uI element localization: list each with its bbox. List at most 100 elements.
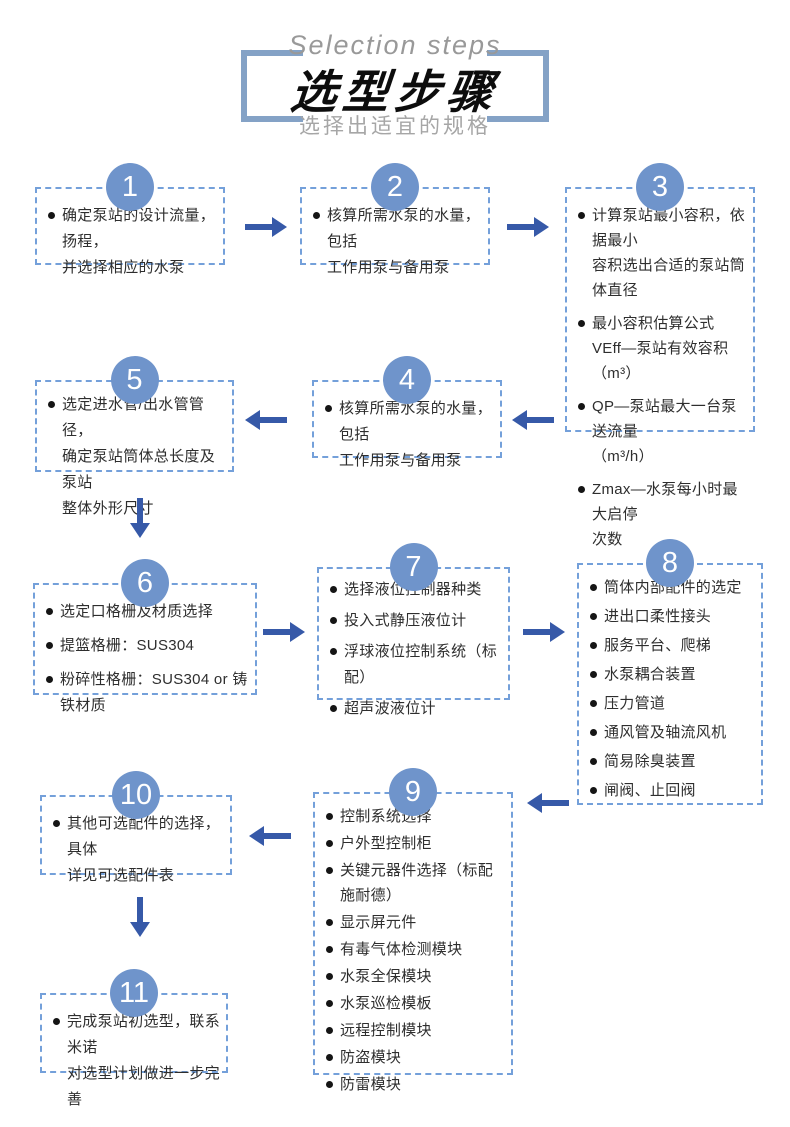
black-dot-icon bbox=[590, 584, 597, 591]
black-dot-icon bbox=[48, 401, 55, 408]
bullet-text: 确定泵站的设计流量，扬程， 并选择相应的水泵 bbox=[62, 207, 216, 276]
bullet-text: 关键元器件选择（标配施耐德） bbox=[340, 862, 494, 904]
black-dot-icon bbox=[578, 403, 585, 410]
step-4-box: 4 核算所需水泵的水量，包括 工作用泵与备用泵 bbox=[312, 356, 502, 469]
black-dot-icon bbox=[326, 919, 333, 926]
black-dot-icon bbox=[53, 820, 60, 827]
bullet-text: 简易除臭装置 bbox=[604, 753, 696, 770]
black-dot-icon bbox=[46, 642, 53, 649]
black-dot-icon bbox=[326, 1081, 333, 1088]
bullet-text: 进出口柔性接头 bbox=[604, 608, 712, 625]
bullet-item: 服务平台、爬梯 bbox=[590, 633, 755, 659]
bullet-text: 选定进水管/出水管管径， 确定泵站筒体总长度及泵站 整体外形尺寸 bbox=[62, 396, 216, 517]
bullet-item: 通风管及轴流风机 bbox=[590, 720, 755, 746]
bullet-text: 水泵全保模块 bbox=[340, 968, 432, 985]
step-9-box: 9 控制系统选择户外型控制柜关键元器件选择（标配施耐德）显示屏元件有毒气体检测模… bbox=[313, 768, 513, 1093]
bullet-text: 选定口格栅及材质选择 bbox=[60, 603, 214, 620]
step-8-box: 8 筒体内部配件的选定进出口柔性接头服务平台、爬梯水泵耦合装置压力管道通风管及轴… bbox=[577, 539, 763, 805]
bullet-item: 其他可选配件的选择，具体 详见可选配件表 bbox=[53, 811, 224, 889]
bullet-item: 选定进水管/出水管管径， 确定泵站筒体总长度及泵站 整体外形尺寸 bbox=[48, 392, 226, 522]
black-dot-icon bbox=[48, 212, 55, 219]
step-9-number-badge: 9 bbox=[389, 768, 437, 816]
black-dot-icon bbox=[590, 671, 597, 678]
bullet-item: 选定口格栅及材质选择 bbox=[46, 599, 249, 625]
step-3-number-badge: 3 bbox=[636, 163, 684, 211]
bullet-item: 最小容积估算公式 VEff—泵站有效容积（m³） bbox=[578, 311, 747, 386]
black-dot-icon bbox=[330, 617, 337, 624]
black-dot-icon bbox=[590, 613, 597, 620]
bullet-text: 户外型控制柜 bbox=[340, 835, 432, 852]
black-dot-icon bbox=[590, 787, 597, 794]
step-10-number-badge: 10 bbox=[112, 771, 160, 819]
bullet-text: 计算泵站最小容积，依据最小 容积选出合适的泵站筒体直径 bbox=[592, 207, 746, 299]
step-1-number-badge: 1 bbox=[106, 163, 154, 211]
black-dot-icon bbox=[326, 1000, 333, 1007]
step-3-box: 3 计算泵站最小容积，依据最小 容积选出合适的泵站筒体直径最小容积估算公式 VE… bbox=[565, 163, 755, 548]
bullet-text: 筒体内部配件的选定 bbox=[604, 579, 742, 596]
step-7-items: 选择液位控制器种类投入式静压液位计浮球液位控制系统（标配）超声波液位计 bbox=[319, 569, 508, 730]
bullet-item: 户外型控制柜 bbox=[326, 831, 505, 856]
black-dot-icon bbox=[578, 320, 585, 327]
bullet-text: 水泵巡检模板 bbox=[340, 995, 432, 1012]
arrow-right-icon-step7-to-step8 bbox=[523, 622, 565, 642]
step-5-number-badge: 5 bbox=[110, 356, 159, 404]
bullet-text: 水泵耦合装置 bbox=[604, 666, 696, 683]
black-dot-icon bbox=[326, 840, 333, 847]
black-dot-icon bbox=[326, 813, 333, 820]
black-dot-icon bbox=[330, 648, 337, 655]
black-dot-icon bbox=[578, 212, 585, 219]
bullet-text: 有毒气体检测模块 bbox=[340, 941, 463, 958]
bullet-item: 计算泵站最小容积，依据最小 容积选出合适的泵站筒体直径 bbox=[578, 203, 747, 303]
step-5-items: 选定进水管/出水管管径， 确定泵站筒体总长度及泵站 整体外形尺寸 bbox=[37, 382, 232, 530]
black-dot-icon bbox=[313, 212, 320, 219]
bullet-item: Zmax—水泵每小时最大启停 次数 bbox=[578, 477, 747, 552]
step-1-items: 确定泵站的设计流量，扬程， 并选择相应的水泵 bbox=[37, 189, 223, 289]
bullet-text: 投入式静压液位计 bbox=[344, 612, 467, 629]
step-3-items: 计算泵站最小容积，依据最小 容积选出合适的泵站筒体直径最小容积估算公式 VEff… bbox=[567, 189, 753, 560]
bullet-item: 防盗模块 bbox=[326, 1045, 505, 1070]
bullet-item: 水泵全保模块 bbox=[326, 964, 505, 989]
step-11-number-badge: 11 bbox=[110, 969, 158, 1017]
left-bracket-decoration bbox=[241, 50, 303, 122]
arrow-left-icon-step4-to-step5 bbox=[245, 410, 287, 430]
bullet-text: 核算所需水泵的水量，包括 工作用泵与备用泵 bbox=[339, 400, 493, 469]
right-bracket-decoration bbox=[487, 50, 549, 122]
bullet-text: 显示屏元件 bbox=[340, 914, 417, 931]
arrow-right-icon-step6-to-step7 bbox=[263, 622, 305, 642]
black-dot-icon bbox=[590, 700, 597, 707]
bullet-item: 超声波液位计 bbox=[330, 696, 502, 722]
step-8-items: 筒体内部配件的选定进出口柔性接头服务平台、爬梯水泵耦合装置压力管道通风管及轴流风… bbox=[579, 565, 761, 812]
step-1-box: 1 确定泵站的设计流量，扬程， 并选择相应的水泵 bbox=[35, 163, 225, 276]
bullet-item: 关键元器件选择（标配施耐德） bbox=[326, 858, 505, 908]
black-dot-icon bbox=[326, 1027, 333, 1034]
arrow-left-icon-step3-to-step4 bbox=[512, 410, 554, 430]
arrow-left-icon-step9-to-step10 bbox=[249, 826, 291, 846]
bullet-item: 远程控制模块 bbox=[326, 1018, 505, 1043]
bullet-text: QP—泵站最大一台泵送流量 （m³/h） bbox=[592, 398, 737, 465]
bullet-item: 粉碎性格栅：SUS304 or 铸铁材质 bbox=[46, 667, 249, 719]
arrow-right-icon-step2-to-step3 bbox=[507, 217, 549, 237]
bullet-text: 远程控制模块 bbox=[340, 1022, 432, 1039]
step-4-items: 核算所需水泵的水量，包括 工作用泵与备用泵 bbox=[314, 382, 500, 482]
step-4-number-badge: 4 bbox=[383, 356, 431, 404]
header-subtitle: 选择出适宜的规格 bbox=[299, 115, 491, 138]
bullet-item: 防雷模块 bbox=[326, 1072, 505, 1097]
bullet-item: 水泵耦合装置 bbox=[590, 662, 755, 688]
bullet-text: 粉碎性格栅：SUS304 or 铸铁材质 bbox=[60, 671, 248, 714]
black-dot-icon bbox=[578, 486, 585, 493]
step-2-number-badge: 2 bbox=[371, 163, 419, 211]
arrow-down-icon-step10-to-step11 bbox=[130, 897, 150, 937]
bullet-item: 进出口柔性接头 bbox=[590, 604, 755, 630]
bullet-item: 确定泵站的设计流量，扬程， 并选择相应的水泵 bbox=[48, 203, 217, 281]
bullet-text: 其他可选配件的选择，具体 详见可选配件表 bbox=[67, 815, 221, 884]
bullet-text: 通风管及轴流风机 bbox=[604, 724, 727, 741]
black-dot-icon bbox=[330, 586, 337, 593]
step-2-box: 2 核算所需水泵的水量，包括 工作用泵与备用泵 bbox=[300, 163, 490, 276]
bullet-text: 防盗模块 bbox=[340, 1049, 402, 1066]
step-9-items: 控制系统选择户外型控制柜关键元器件选择（标配施耐德）显示屏元件有毒气体检测模块水… bbox=[315, 794, 511, 1105]
bullet-text: 压力管道 bbox=[604, 695, 666, 712]
step-7-box: 7 选择液位控制器种类投入式静压液位计浮球液位控制系统（标配）超声波液位计 bbox=[317, 543, 510, 717]
black-dot-icon bbox=[330, 705, 337, 712]
